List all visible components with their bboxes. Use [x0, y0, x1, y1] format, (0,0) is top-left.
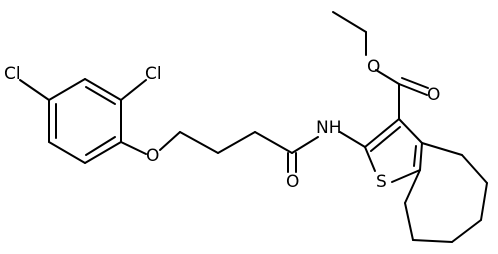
aromatic-bond [85, 86, 116, 105]
bond [404, 202, 414, 241]
atom-label-o-ester-dbl: O [427, 85, 440, 105]
bond [84, 141, 122, 164]
bond-ester-carbonyl [398, 83, 428, 96]
cycloheptane-ring [404, 142, 488, 243]
bond [480, 182, 488, 221]
bond [421, 142, 463, 156]
atom-label-nh: NH [316, 118, 342, 138]
bond [419, 142, 423, 171]
ethyl-ester [332, 11, 429, 120]
bond [291, 136, 319, 154]
thiophene-ring [364, 118, 423, 183]
double-bond [370, 126, 401, 152]
butanamide-chain [120, 131, 366, 173]
bond [364, 146, 376, 172]
double-bond [413, 145, 417, 167]
bond [412, 239, 453, 243]
bond [391, 169, 421, 183]
bond [84, 78, 122, 101]
atom-label-o-ester: O [367, 57, 380, 77]
bond [332, 11, 367, 33]
bond [48, 141, 86, 164]
bond [254, 131, 293, 154]
bond [179, 131, 219, 154]
bond [375, 69, 400, 85]
bond [48, 78, 86, 101]
bond [451, 219, 482, 243]
bond-cl-left [19, 79, 50, 101]
aromatic-bond [85, 136, 116, 156]
atom-label-o-carbonyl: O [286, 172, 299, 192]
bond-cl-top [120, 79, 147, 101]
bond-ester-carbonyl [401, 77, 429, 89]
bond [364, 118, 400, 148]
bond [339, 131, 366, 148]
bond [404, 169, 421, 204]
atom-label-o-ether: O [146, 146, 159, 166]
bond [398, 118, 423, 144]
atom-label-cl-left: Cl [4, 64, 21, 84]
atom-label-s: S [376, 172, 387, 192]
bond [120, 141, 147, 155]
dichlorophenyl-ring [48, 78, 122, 164]
bond [159, 131, 181, 151]
atom-label-cl-top: Cl [145, 64, 162, 84]
bond [461, 154, 488, 184]
bond [217, 131, 256, 154]
